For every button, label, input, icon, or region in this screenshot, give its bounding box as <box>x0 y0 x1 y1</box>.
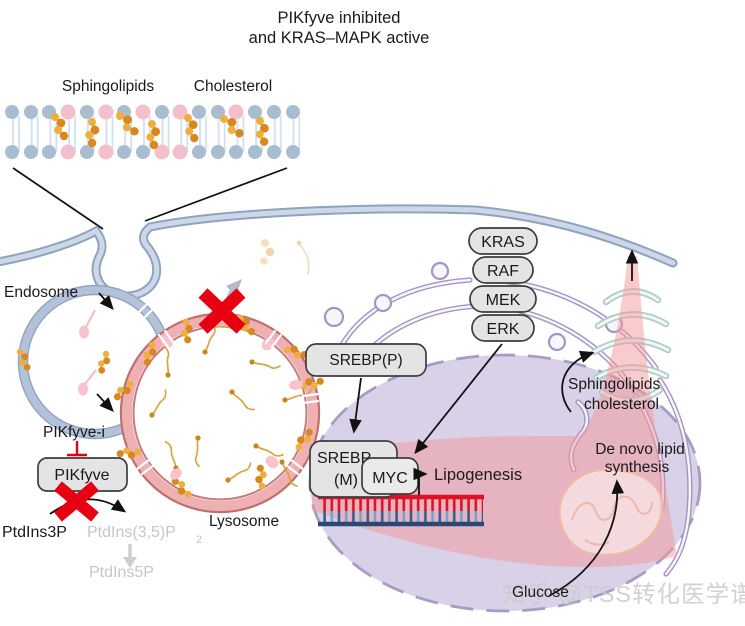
endosome-label-arrow <box>98 292 114 311</box>
catalysis-arrow <box>49 498 127 515</box>
mitochondria-icon <box>557 468 664 557</box>
pikfyve-box: PIKfyve <box>37 457 128 492</box>
endosome-receptors <box>78 309 97 396</box>
mek-pill: MEK <box>469 285 537 313</box>
bilayer-bottom-heads <box>5 144 300 160</box>
watermark: 知乎 @TSS转化医学谱 <box>502 581 745 607</box>
label-to-golgi-arrow <box>561 350 595 413</box>
title-line2: and KRAS–MAPK active <box>249 29 430 47</box>
pikfyve-label: PIKfyve <box>54 467 109 484</box>
membrane-inset: Sphingolipids Cholesterol <box>5 78 300 230</box>
srebp-m-label: SREBP <box>317 450 371 467</box>
de-novo-line2: synthesis <box>605 459 670 476</box>
title-line1: PIKfyve inhibited <box>278 9 401 27</box>
lysosome-label: Lysosome <box>209 513 279 530</box>
arrow-erk-myc <box>414 343 503 455</box>
srebp-p-box: SREBP(P) <box>305 343 427 377</box>
figure-title: PIKfyve inhibited and KRAS–MAPK active <box>249 9 430 47</box>
ptdins35p2-label: PtdIns(3,5)P <box>87 524 176 541</box>
de-novo-label: De novo lipid synthesis <box>595 441 685 476</box>
inhibition-bar-icon <box>67 441 87 457</box>
kras-label: KRAS <box>481 234 525 251</box>
gray-down-arrow <box>123 544 137 568</box>
kras-pill: KRAS <box>468 227 538 255</box>
callout-line-right <box>144 167 288 222</box>
lysosome-cargo-blobs <box>160 334 303 480</box>
glucose-label: Glucose <box>512 584 569 601</box>
faint-lipids <box>260 239 310 275</box>
arrow-srebp-cleavage <box>349 377 362 434</box>
endocytic-pit <box>0 206 676 299</box>
red-x-pikfyve-icon <box>54 481 99 522</box>
endosome-label: Endosome <box>4 284 78 301</box>
srebp-m-sublabel: (M) <box>334 472 358 489</box>
arrow-myc-lipogenesis <box>413 467 428 495</box>
red-x-lysosome-icon <box>198 288 246 334</box>
ptdins5p-label: PtdIns5P <box>89 564 154 581</box>
raf-label: RAF <box>487 263 519 280</box>
callout-line-left <box>12 167 104 230</box>
dna-icon <box>318 494 484 527</box>
de-novo-line1: De novo lipid <box>595 441 685 458</box>
lysosome <box>109 310 326 514</box>
erk-pill: ERK <box>471 314 535 342</box>
srebp-p-label: SREBP(P) <box>329 352 402 369</box>
glucose-arrow <box>548 479 625 597</box>
cholesterol-inset-label: Cholesterol <box>194 78 272 95</box>
mek-label: MEK <box>486 292 521 309</box>
plasma-membrane <box>0 204 678 301</box>
sphingolipids-cholesterol-label: Sphingolipids cholesterol <box>568 376 660 413</box>
kinase-cascade: KRAS RAF MEK ERK <box>468 227 538 342</box>
lysosome-channels <box>135 329 320 476</box>
raf-pill: RAF <box>472 256 534 284</box>
erk-label: ERK <box>487 321 520 338</box>
ptdins35p2-subscript: 2 <box>196 534 202 546</box>
bilayer-top-heads <box>5 104 300 120</box>
endosome-to-lysosome-arrow <box>96 393 114 412</box>
sphingolipids-golgi-line1: Sphingolipids <box>568 376 660 393</box>
er-vesicle <box>323 306 345 328</box>
myc-label: MYC <box>372 470 408 487</box>
ptdins3p-label: PtdIns3P <box>2 524 67 541</box>
lipogenesis-label: Lipogenesis <box>434 466 522 484</box>
myc-box: MYC <box>361 457 419 495</box>
pikfyve-inhibitor-label: PIKfyve-i <box>43 424 105 441</box>
sphingolipids-inset-label: Sphingolipids <box>62 78 154 95</box>
sphingolipids-golgi-line2: cholesterol <box>584 396 659 413</box>
